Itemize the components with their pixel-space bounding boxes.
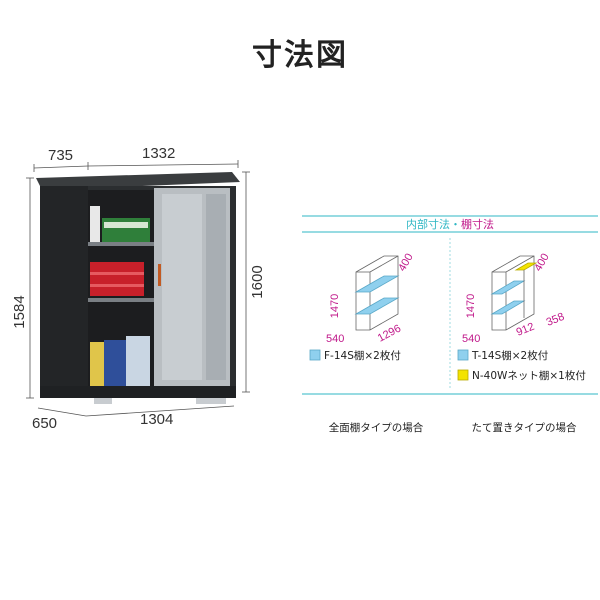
item-boots-blue bbox=[104, 340, 126, 386]
legend-swatch-blue bbox=[457, 349, 469, 361]
shed-dimension-lines bbox=[26, 160, 250, 417]
item-bottle bbox=[90, 206, 100, 242]
left-width: 1296 bbox=[376, 323, 403, 345]
panel-header-sep: ・ bbox=[450, 218, 461, 231]
right-width-b: 358 bbox=[545, 311, 567, 329]
shed-illustration bbox=[36, 172, 240, 404]
shelf-upper bbox=[88, 242, 154, 246]
dim-left-height: 1584 bbox=[11, 295, 28, 328]
dim-top-depth: 735 bbox=[48, 147, 73, 164]
panel-header-b: 棚寸法 bbox=[461, 217, 494, 231]
legend-swatch-yellow bbox=[457, 369, 469, 381]
item-boots bbox=[90, 342, 104, 386]
internal-dimension-panel: 内部寸法・棚寸法 bbox=[302, 215, 598, 395]
shed-roof bbox=[36, 172, 240, 190]
left-height: 1470 bbox=[329, 294, 341, 318]
item-toolbox-stripe bbox=[90, 272, 144, 275]
shelf-t14s-upper bbox=[490, 280, 526, 295]
left-depth: 540 bbox=[326, 333, 344, 345]
door-panel-right bbox=[206, 194, 226, 380]
shed-foot bbox=[196, 398, 226, 404]
shelf-n40w-net bbox=[514, 262, 538, 271]
shed-base bbox=[40, 386, 236, 398]
dim-top-width: 1332 bbox=[142, 145, 175, 162]
legend-right-1: T-14S棚×2枚付 bbox=[471, 349, 548, 362]
caption-left: 全面棚タイプの場合 bbox=[329, 421, 424, 434]
page-title: 寸法図 bbox=[252, 38, 348, 73]
right-shelf-depth: 400 bbox=[532, 252, 552, 274]
dim-bottom-width: 1304 bbox=[140, 411, 173, 428]
caption-right: たて置きタイプの場合 bbox=[472, 421, 577, 434]
item-box-label bbox=[104, 222, 148, 228]
legend-swatch-blue bbox=[309, 349, 321, 361]
panel-header: 内部寸法・棚寸法 bbox=[406, 217, 494, 231]
dim-right-height: 1600 bbox=[249, 265, 266, 298]
door-handle bbox=[158, 264, 161, 286]
legend-left: F-14S棚×2枚付 bbox=[324, 349, 401, 362]
dim-bottom-depth: 650 bbox=[32, 415, 57, 432]
shed-side bbox=[40, 186, 88, 398]
item-box-green bbox=[102, 218, 150, 242]
legend-right-2: N-40Wネット棚×1枚付 bbox=[472, 369, 586, 382]
right-height: 1470 bbox=[465, 294, 477, 318]
shelf-f14s-upper bbox=[354, 275, 400, 293]
shelf-t14s-lower bbox=[490, 300, 526, 315]
right-depth: 540 bbox=[462, 333, 480, 345]
left-shelf-depth: 400 bbox=[396, 252, 416, 274]
item-toolbox bbox=[90, 262, 144, 296]
shelf-lower bbox=[88, 298, 154, 302]
shed-foot bbox=[94, 398, 112, 404]
shelf-f14s-lower bbox=[354, 297, 400, 315]
panel-header-a: 内部寸法 bbox=[406, 217, 450, 231]
item-bucket bbox=[126, 336, 150, 386]
door-panel bbox=[162, 194, 202, 380]
right-box-diagram bbox=[490, 255, 538, 331]
left-box-diagram bbox=[354, 255, 400, 331]
item-toolbox-stripe bbox=[90, 284, 144, 287]
